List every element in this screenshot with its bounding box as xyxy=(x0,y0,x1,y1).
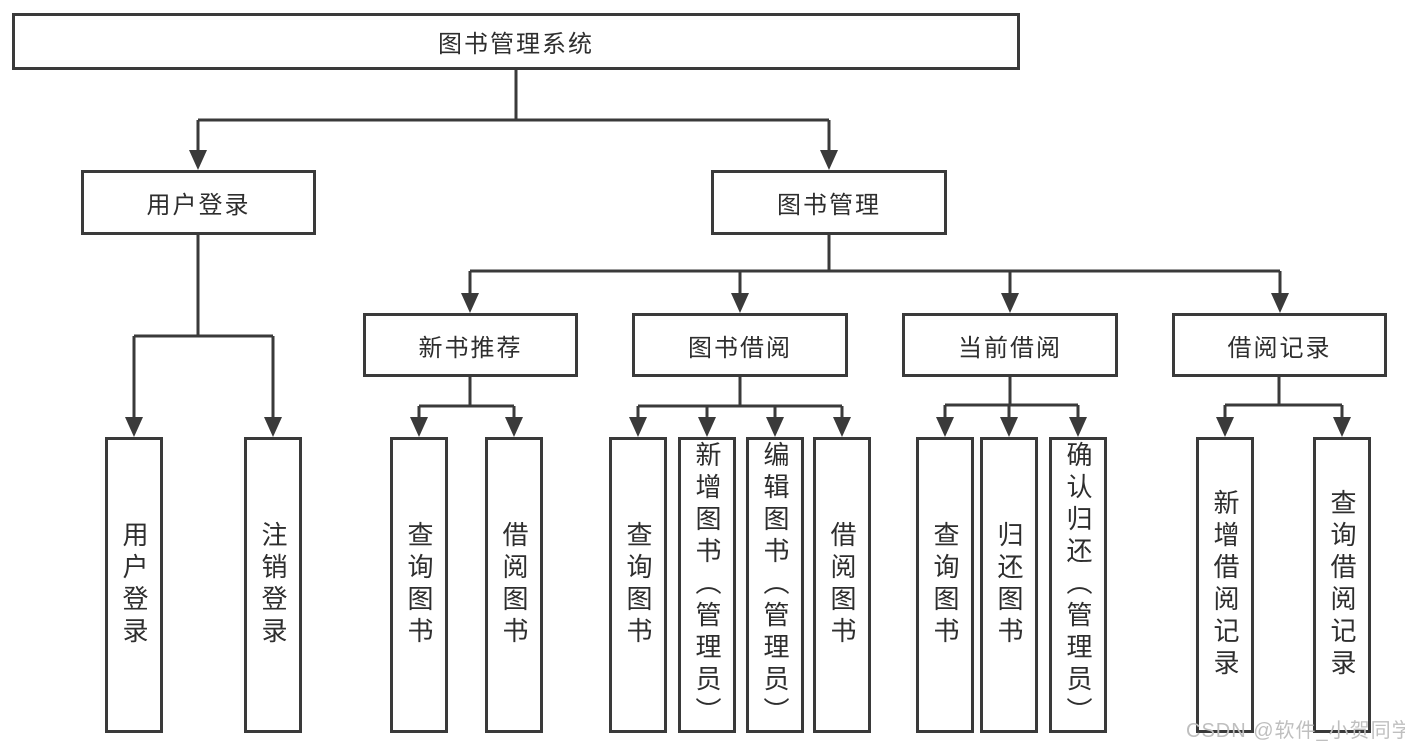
node-confirm-return-admin-label: 确认归还（管理员） xyxy=(1063,441,1093,729)
node-book-borrow-label: 图书借阅 xyxy=(688,334,792,362)
node-current-borrow-label: 当前借阅 xyxy=(958,334,1062,362)
arrowheads-leaf-level xyxy=(125,417,1351,437)
node-edit-books-admin-label: 编辑图书（管理员） xyxy=(760,441,790,729)
node-add-borrow-record-label: 新增借阅记录 xyxy=(1210,489,1240,681)
node-book-mgmt: 图书管理 xyxy=(711,170,947,235)
node-logout-leaf-label: 注销登录 xyxy=(258,521,288,649)
node-current-borrow: 当前借阅 xyxy=(902,313,1118,377)
node-borrow-books-under-borrow-label: 借阅图书 xyxy=(827,521,857,649)
connector-current-borrow-branch xyxy=(943,377,1080,419)
arrowheads-level2 xyxy=(189,150,838,170)
node-borrow-books-under-recommend: 借阅图书 xyxy=(485,437,543,733)
node-logout-leaf: 注销登录 xyxy=(244,437,302,733)
node-new-book-recommend-label: 新书推荐 xyxy=(418,334,523,362)
node-root-label: 图书管理系统 xyxy=(438,31,594,58)
node-user-login-leaf: 用户登录 xyxy=(105,437,163,733)
node-user-login-label: 用户登录 xyxy=(146,192,251,219)
node-return-books-label: 归还图书 xyxy=(994,521,1024,649)
node-borrow-records: 借阅记录 xyxy=(1172,313,1387,377)
connector-borrow-records-branch xyxy=(1223,377,1344,419)
node-query-borrow-record: 查询借阅记录 xyxy=(1313,437,1371,733)
node-new-book-recommend: 新书推荐 xyxy=(363,313,578,377)
node-query-books-under-current: 查询图书 xyxy=(916,437,974,733)
csdn-watermark: CSDN @软件_小贺同学 xyxy=(1186,720,1405,742)
node-query-books-under-borrow: 查询图书 xyxy=(609,437,667,733)
node-edit-books-admin: 编辑图书（管理员） xyxy=(746,437,804,733)
node-return-books: 归还图书 xyxy=(980,437,1038,733)
node-add-borrow-record: 新增借阅记录 xyxy=(1196,437,1254,733)
node-book-borrow: 图书借阅 xyxy=(632,313,848,377)
node-borrow-books-under-borrow: 借阅图书 xyxy=(813,437,871,733)
node-add-books-admin: 新增图书（管理员） xyxy=(678,437,736,733)
node-query-books-under-recommend-label: 查询图书 xyxy=(404,521,434,649)
connector-root-to-level2 xyxy=(196,70,831,152)
arrowheads-level3 xyxy=(461,293,1289,313)
node-query-borrow-record-label: 查询借阅记录 xyxy=(1327,489,1357,681)
connector-new-book-branch xyxy=(417,377,516,419)
connector-book-borrow-branch xyxy=(636,377,844,419)
node-query-books-under-current-label: 查询图书 xyxy=(930,521,960,649)
node-root: 图书管理系统 xyxy=(12,13,1020,70)
node-book-mgmt-label: 图书管理 xyxy=(777,192,881,219)
connector-user-login-branch xyxy=(132,235,275,419)
node-user-login-leaf-label: 用户登录 xyxy=(119,521,149,649)
node-confirm-return-admin: 确认归还（管理员） xyxy=(1049,437,1107,733)
connector-book-mgmt-branch xyxy=(468,235,1282,295)
node-query-books-under-recommend: 查询图书 xyxy=(390,437,448,733)
node-user-login: 用户登录 xyxy=(81,170,316,235)
node-add-books-admin-label: 新增图书（管理员） xyxy=(692,441,722,729)
node-query-books-under-borrow-label: 查询图书 xyxy=(623,521,653,649)
node-borrow-records-label: 借阅记录 xyxy=(1227,334,1332,362)
node-borrow-books-under-recommend-label: 借阅图书 xyxy=(499,521,529,649)
